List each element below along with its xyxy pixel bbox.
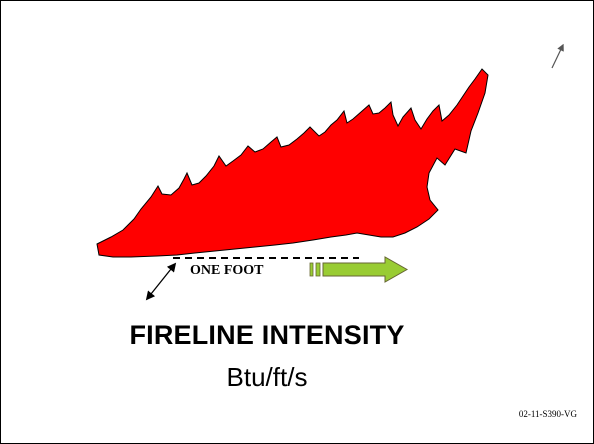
one-foot-measure-arrow xyxy=(147,264,175,299)
slide-title: FIRELINE INTENSITY xyxy=(1,320,533,351)
pointer-arrow xyxy=(552,45,563,68)
slide-subtitle: Btu/ft/s xyxy=(1,362,533,393)
slide-code: 02-11-S390-VG xyxy=(519,409,577,419)
flame-shape xyxy=(97,69,488,257)
one-foot-label: ONE FOOT xyxy=(190,263,264,279)
spread-direction-arrow xyxy=(310,257,407,282)
